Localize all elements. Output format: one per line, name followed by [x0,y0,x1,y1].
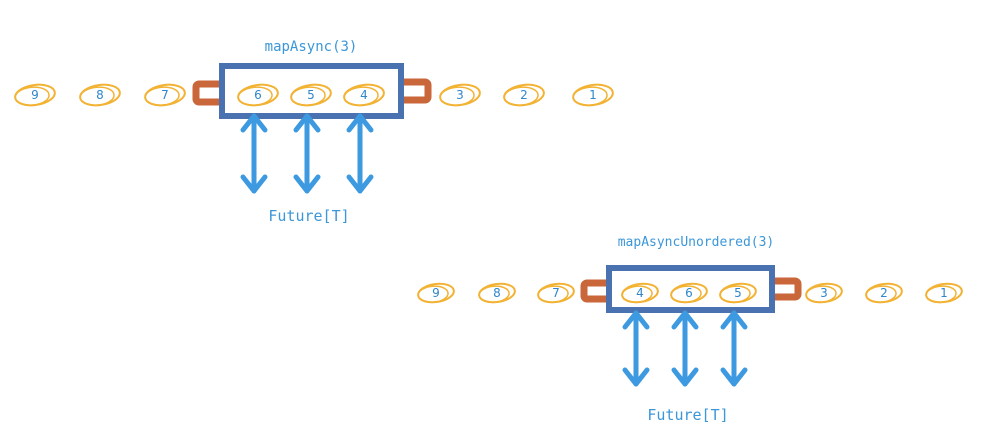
element-number: 8 [493,286,501,300]
emitted-element: 2 [503,83,545,107]
element-number: 2 [880,286,888,300]
element-oval-inner [621,285,653,304]
element-oval-inner [805,285,837,304]
bidirectional-arrow-icon [671,310,699,387]
element-number: 5 [734,286,742,300]
mapasync-stage-box [219,63,404,119]
element-oval-inner [925,285,957,304]
mapasync-diagram: mapAsync(3) 9 8 7 6 5 4 3 2 1 Future[T] [14,39,614,225]
waiting-element: 9 [14,83,56,107]
element-number: 2 [520,88,528,102]
in-process-element: 6 [237,83,279,107]
element-number: 7 [552,286,560,300]
bidirectional-arrow-icon [622,310,650,387]
element-oval-inner [343,86,379,107]
future-label: Future[T] [268,207,349,225]
mapasyncunordered-diagram: mapAsyncUnordered(3) 9 8 7 4 6 5 3 2 1 Future[T] [417,235,963,424]
bidirectional-arrow-icon [293,113,321,194]
element-oval-inner [79,86,115,107]
element-oval-inner [144,86,180,107]
element-oval-inner [478,285,510,304]
element-number: 9 [432,286,440,300]
in-process-element: 6 [670,282,708,304]
in-process-element: 5 [719,282,757,304]
in-process-element: 5 [290,83,332,107]
element-number: 4 [360,88,368,102]
waiting-element: 8 [478,282,516,304]
element-number: 1 [940,286,948,300]
waiting-element: 9 [417,282,455,304]
element-oval-inner [670,285,702,304]
element-number: 5 [307,88,315,102]
element-oval-inner [14,86,50,107]
emitted-element: 2 [865,282,903,304]
element-number: 6 [254,88,262,102]
element-oval-inner [417,285,449,304]
bidirectional-arrow-icon [720,310,748,387]
element-oval-inner [237,86,273,107]
waiting-element: 7 [537,282,575,304]
element-number: 3 [456,88,464,102]
element-number: 3 [820,286,828,300]
emitted-element: 1 [925,282,963,304]
element-oval-inner [503,86,539,107]
waiting-element: 8 [79,83,121,107]
element-oval-inner [290,86,326,107]
waiting-element: 7 [144,83,186,107]
mapasync-title: mapAsync(3) [265,39,358,55]
emitted-element: 3 [439,83,481,107]
element-oval-inner [439,86,475,107]
element-number: 8 [96,88,104,102]
element-number: 1 [589,88,597,102]
element-oval-inner [572,86,608,107]
bidirectional-arrow-icon [346,113,374,194]
element-number: 7 [161,88,169,102]
element-number: 9 [31,88,39,102]
element-oval-inner [719,285,751,304]
future-label: Future[T] [647,406,728,424]
bidirectional-arrow-icon [240,113,268,194]
emitted-element: 1 [572,83,614,107]
element-number: 4 [636,286,644,300]
element-oval-inner [537,285,569,304]
mapasyncunordered-title: mapAsyncUnordered(3) [618,235,775,250]
element-number: 6 [685,286,693,300]
in-process-element: 4 [343,83,385,107]
element-oval-inner [865,285,897,304]
emitted-element: 3 [805,282,843,304]
in-process-element: 4 [621,282,659,304]
